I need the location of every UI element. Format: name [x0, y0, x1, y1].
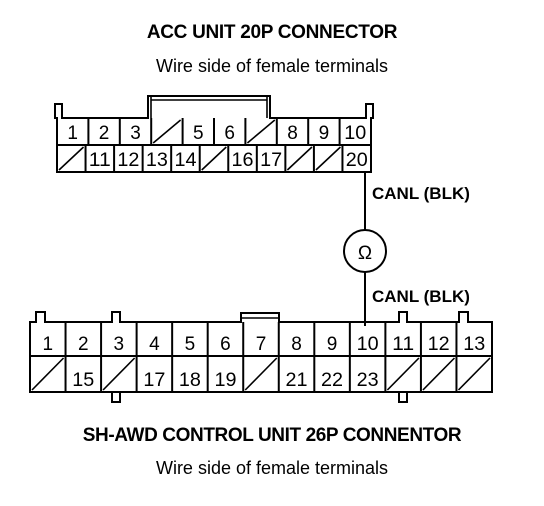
terminal-2: 2: [78, 334, 89, 355]
terminal-3: 3: [114, 334, 125, 355]
empty-cavity: [201, 146, 227, 171]
empty-cavity: [246, 119, 276, 144]
terminal-12: 12: [428, 334, 450, 355]
top-connector-title: ACC UNIT 20P CONNECTOR: [146, 22, 398, 43]
terminal-8: 8: [287, 123, 298, 144]
empty-cavity: [315, 146, 342, 171]
empty-cavity: [457, 357, 491, 391]
empty-cavity: [386, 357, 420, 391]
terminal-22: 22: [321, 370, 343, 391]
terminal-23: 23: [357, 370, 379, 391]
terminal-2: 2: [99, 123, 110, 144]
empty-cavity: [422, 357, 456, 391]
wire-label-top: CANL (BLK): [372, 184, 470, 203]
terminal-1: 1: [42, 334, 53, 355]
terminal-15: 15: [72, 370, 94, 391]
terminal-4: 4: [149, 334, 160, 355]
terminal-21: 21: [286, 370, 308, 391]
terminal-6: 6: [220, 334, 231, 355]
empty-cavity: [31, 357, 65, 391]
terminal-17: 17: [143, 370, 165, 391]
terminal-11: 11: [392, 334, 414, 355]
bottom-connector-subtitle: Wire side of female terminals: [155, 458, 389, 478]
terminal-16: 16: [232, 150, 254, 171]
terminal-11: 11: [89, 150, 111, 171]
terminal-1: 1: [67, 123, 78, 144]
terminal-17: 17: [260, 150, 282, 171]
terminal-18: 18: [179, 370, 201, 391]
bottom-connector-title: SH-AWD CONTROL UNIT 26P CONNENTOR: [82, 425, 462, 446]
terminal-9: 9: [319, 123, 330, 144]
terminal-3: 3: [130, 123, 141, 144]
empty-cavity: [102, 357, 136, 391]
terminal-12: 12: [117, 150, 139, 171]
terminal-6: 6: [224, 123, 235, 144]
terminal-8: 8: [291, 334, 302, 355]
ohm-icon: Ω: [358, 243, 372, 264]
terminal-20: 20: [346, 150, 368, 171]
wire-label-bottom: CANL (BLK): [372, 287, 470, 306]
terminal-14: 14: [174, 150, 196, 171]
empty-cavity: [58, 146, 85, 171]
terminal-13: 13: [146, 150, 168, 171]
terminal-10: 10: [357, 334, 379, 355]
terminal-9: 9: [327, 334, 338, 355]
terminal-5: 5: [193, 123, 204, 144]
empty-cavity: [152, 119, 182, 144]
empty-cavity: [244, 357, 278, 391]
terminal-10: 10: [344, 123, 366, 144]
ohmmeter-circuit: Ω CANL (BLK) CANL (BLK): [343, 172, 470, 326]
top-connector-subtitle: Wire side of female terminals: [155, 56, 389, 76]
terminal-7: 7: [256, 334, 267, 355]
terminal-19: 19: [214, 370, 236, 391]
empty-cavity: [286, 146, 313, 171]
terminal-5: 5: [185, 334, 196, 355]
terminal-13: 13: [463, 334, 485, 355]
